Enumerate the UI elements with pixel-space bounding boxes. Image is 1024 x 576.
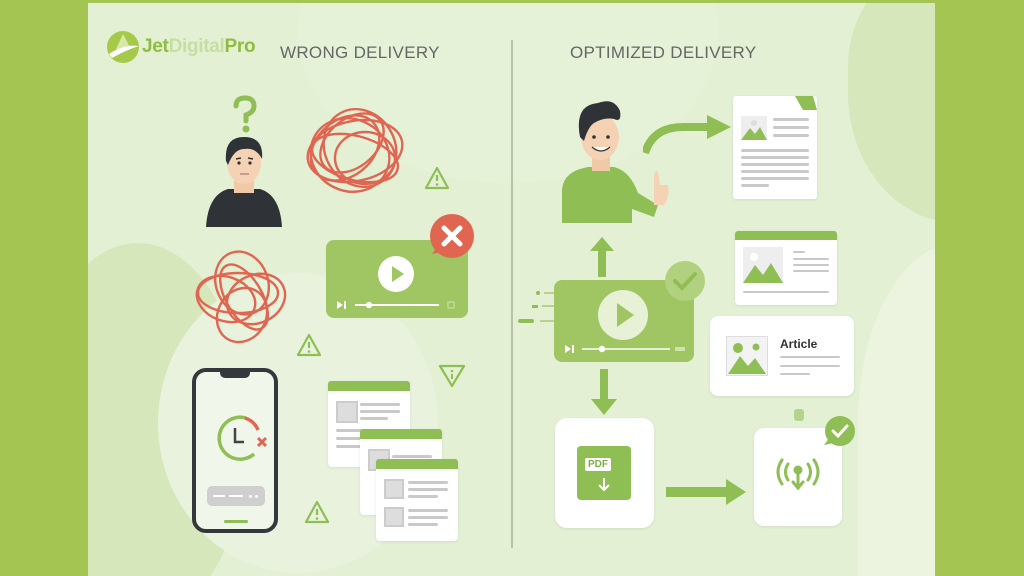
tangled-scribble-icon [306, 107, 404, 193]
document-card [733, 96, 817, 199]
up-arrow-icon [590, 237, 614, 277]
warning-triangle-icon-2 [296, 333, 322, 357]
down-arrow-icon [591, 369, 617, 415]
question-mark-icon [233, 95, 257, 133]
video-controls-icon-2 [565, 345, 685, 353]
success-check-badge-icon [665, 261, 705, 301]
bg-blob-right-top [848, 3, 935, 223]
phone-loading-bar [207, 486, 265, 506]
heading-wrong-delivery: WRONG DELIVERY [280, 43, 440, 62]
speed-lines-icon [518, 291, 554, 323]
broadcast-tab [794, 409, 804, 421]
pdf-label: PDF [585, 458, 611, 471]
phone-mockup [192, 368, 278, 533]
logo-text-jet: Jet [142, 36, 169, 57]
tangled-scribble-icon-2 [195, 250, 287, 344]
broadcast-card [754, 428, 842, 526]
article-title: Article [780, 337, 818, 351]
video-controls-icon [337, 301, 455, 309]
right-arrow-icon [666, 479, 746, 505]
happy-person-thumbs-up-icon [562, 101, 669, 223]
logo-text-digital: Digital [168, 36, 225, 57]
logo-text-pro: Pro [224, 36, 256, 57]
folded-corner-icon [795, 96, 817, 110]
error-x-badge-icon [430, 214, 474, 258]
image-icon-3 [726, 336, 768, 376]
section-divider [511, 40, 513, 548]
article-card: Article [710, 316, 854, 396]
phone-notch [220, 371, 250, 378]
info-triangle-icon [438, 364, 466, 388]
warning-triangle-icon [424, 166, 450, 190]
curved-arrow-icon [643, 115, 731, 155]
download-arrow-icon [598, 478, 610, 492]
clock-timeout-icon [217, 415, 268, 461]
image-icon-2 [743, 247, 783, 283]
logo-mark-icon [107, 31, 139, 63]
browser-card [735, 231, 837, 305]
pdf-icon: PDF [577, 446, 631, 500]
pdf-card: PDF [555, 418, 654, 528]
bg-blob-right-bottom [858, 243, 935, 576]
confused-person-icon [206, 137, 282, 227]
phone-home-bar [224, 520, 248, 523]
broadcast-check-badge-icon [824, 416, 855, 446]
warning-triangle-icon-3 [304, 500, 330, 524]
broadcast-icon [776, 458, 820, 491]
play-icon-large [598, 290, 648, 340]
image-icon [741, 116, 767, 140]
heading-optimized-delivery: OPTIMIZED DELIVERY [570, 43, 757, 62]
play-icon [378, 256, 414, 292]
page-card-3 [376, 459, 458, 541]
